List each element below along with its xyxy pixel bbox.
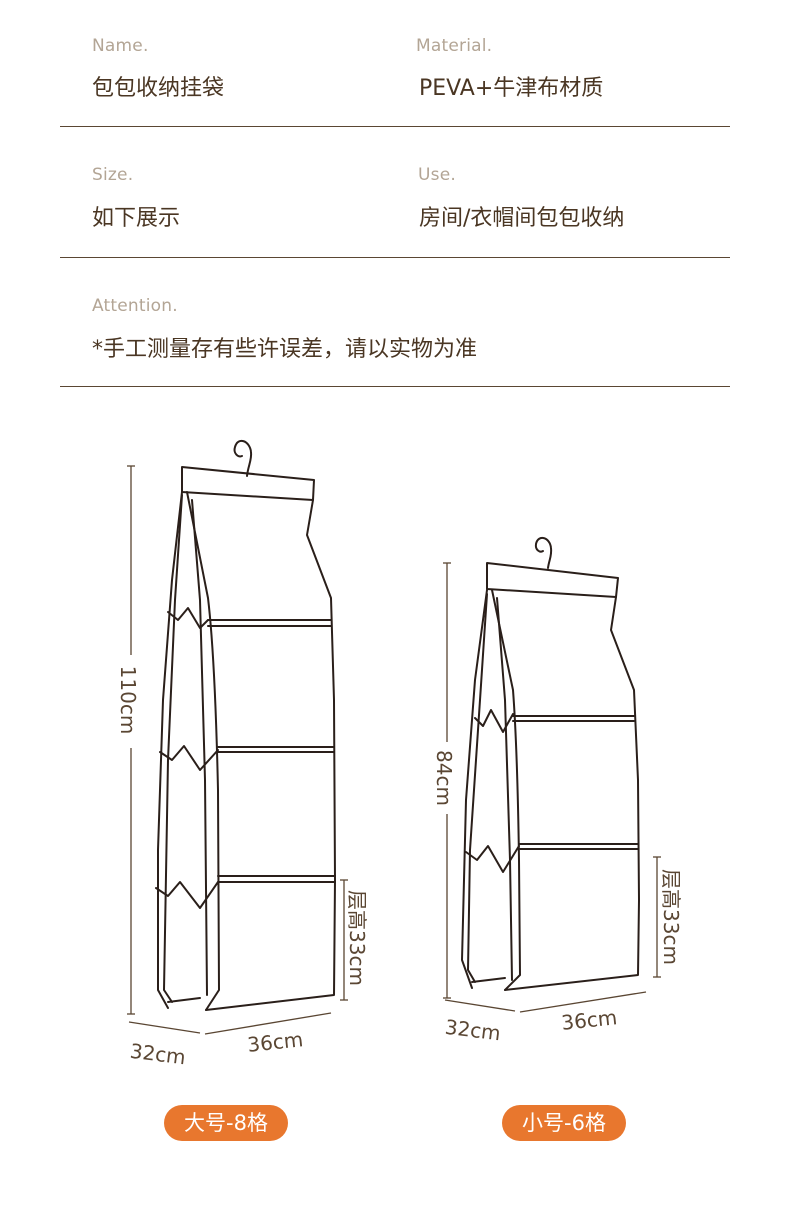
- dimension-lines: [127, 465, 661, 1035]
- name-value: 包包收纳挂袋: [92, 76, 225, 101]
- large-width-label: 36cm: [246, 1027, 304, 1057]
- small-size-badge: 小号-6格: [502, 1105, 626, 1141]
- small-height-label: 84cm: [432, 750, 456, 806]
- large-height-label: 110cm: [116, 666, 140, 735]
- use-label: Use.: [418, 165, 456, 185]
- large-size-badge: 大号-8格: [164, 1105, 288, 1141]
- divider: [60, 126, 730, 127]
- divider: [60, 386, 730, 387]
- small-depth-label: 32cm: [444, 1015, 502, 1046]
- use-value: 房间/衣帽间包包收纳: [419, 206, 625, 231]
- attention-value: *手工测量存有些许误差，请以实物为准: [92, 337, 478, 362]
- large-depth-label: 32cm: [129, 1039, 187, 1070]
- material-label: Material.: [416, 36, 493, 56]
- small-organizer-drawing: [461, 536, 640, 991]
- large-layer-label: 层高33cm: [345, 890, 369, 986]
- divider: [60, 257, 730, 258]
- small-layer-label: 层高33cm: [659, 869, 683, 965]
- size-value: 如下展示: [92, 206, 181, 231]
- size-label: Size.: [92, 165, 134, 185]
- attention-label: Attention.: [92, 296, 178, 316]
- small-width-label: 36cm: [560, 1005, 618, 1035]
- name-label: Name.: [92, 36, 149, 56]
- large-organizer-drawing: [155, 439, 336, 1011]
- material-value: PEVA+牛津布材质: [419, 76, 604, 101]
